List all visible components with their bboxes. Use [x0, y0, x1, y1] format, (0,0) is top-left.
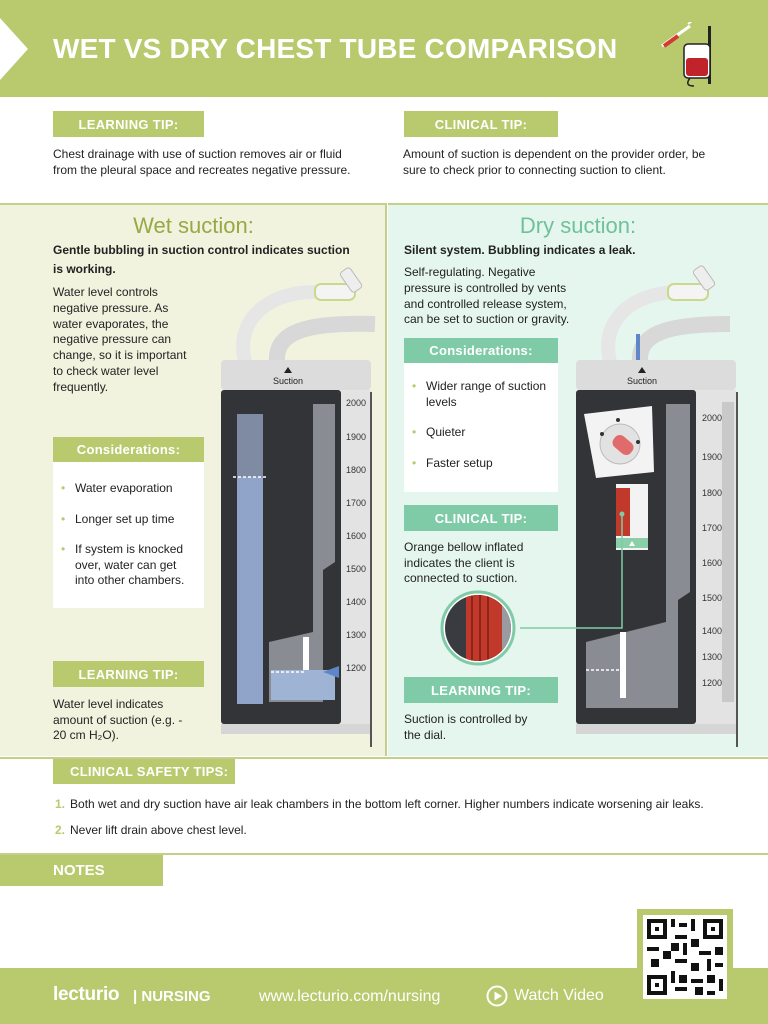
brand-section: | NURSING	[133, 988, 211, 1005]
scale-label: 1800	[345, 465, 366, 475]
section-divider	[0, 757, 768, 759]
scale-label: 1700	[701, 523, 722, 533]
dry-suction-label: Suction	[627, 376, 657, 386]
qr-code-icon	[643, 915, 727, 999]
scale-label: 1200	[701, 678, 722, 688]
scale-label: 1700	[345, 498, 366, 508]
dry-considerations-box: Considerations: Wider range of suction l…	[404, 338, 558, 492]
page-title: WET VS DRY CHEST TUBE COMPARISON	[53, 33, 618, 64]
dry-learning-tip-text: Suction is controlled by the dial.	[404, 712, 528, 742]
clinical-tip-tag: CLINICAL TIP:	[404, 111, 558, 137]
dry-learning-tip-tag: LEARNING TIP:	[404, 677, 558, 703]
play-icon	[486, 985, 508, 1007]
watch-video-button[interactable]: Watch Video	[486, 985, 604, 1007]
scale-label: 1300	[701, 652, 722, 662]
list-text: Never lift drain above chest level.	[70, 823, 247, 837]
learning-tip-text: Chest drainage with use of suction remov…	[53, 147, 351, 177]
list-item: Quieter	[404, 425, 552, 441]
wet-subtitle: Gentle bubbling in suction control indic…	[53, 243, 350, 276]
wet-considerations-box: Considerations: Water evaporation Longer…	[53, 437, 204, 608]
scale-label: 1500	[345, 564, 366, 574]
list-text: Both wet and dry suction have air leak c…	[70, 797, 704, 811]
list-item: 2. Never lift drain above chest level.	[55, 823, 755, 838]
list-item: 1. Both wet and dry suction have air leak…	[55, 797, 755, 812]
list-item: Longer set up time	[53, 512, 198, 528]
wet-considerations-list: Water evaporation Longer set up time If …	[53, 481, 204, 589]
header-bar	[0, 0, 768, 97]
dry-scale: 2000 1900 1800 1700 1600 1500 1400 1300 …	[688, 413, 722, 693]
dry-considerations-list: Wider range of suction levels Quieter Fa…	[404, 379, 558, 471]
list-item: Faster setup	[404, 456, 552, 472]
dry-subtitle: Silent system. Bubbling indicates a leak…	[404, 243, 636, 257]
wet-suction-label: Suction	[273, 376, 303, 386]
brand-logo: lecturio	[53, 984, 120, 1005]
wet-description: Water level controls negative pressure. …	[53, 285, 187, 394]
list-item: If system is knocked over, water can get…	[53, 542, 198, 589]
list-number: 1.	[55, 797, 66, 811]
scale-label: 1400	[345, 597, 366, 607]
scale-label: 1600	[345, 531, 366, 541]
learning-tip-tag: LEARNING TIP:	[53, 111, 204, 137]
dry-suction-title: Dry suction:	[519, 213, 637, 238]
footer-url-link[interactable]: www.lecturio.com/nursing	[259, 988, 441, 1005]
clinical-tip-text: Amount of suction is dependent on the pr…	[403, 147, 706, 177]
wet-scale: 2000 1900 1800 1700 1600 1500 1400 1300 …	[332, 398, 366, 678]
dry-suction-device-illustration: Suction	[440, 265, 738, 747]
dry-considerations-tag: Considerations:	[404, 338, 558, 363]
wet-considerations-tag: Considerations:	[53, 437, 204, 462]
scale-label: 1900	[701, 452, 722, 462]
wet-suction-title: Wet suction:	[133, 213, 254, 238]
scale-label: 1600	[701, 558, 722, 568]
wet-suction-device-illustration: Suction	[221, 267, 376, 747]
watch-video-label: Watch Video	[514, 987, 604, 1004]
dry-clinical-tip-text: Orange bellow inflated indicates the cli…	[404, 540, 524, 585]
list-number: 2.	[55, 823, 66, 837]
notes-divider	[0, 853, 768, 855]
safety-tips-tag: CLINICAL SAFETY TIPS:	[53, 759, 235, 784]
dry-description: Self-regulating. Negative pressure is co…	[404, 265, 570, 327]
list-item: Wider range of suction levels	[404, 379, 552, 410]
wet-learning-tip-tag: LEARNING TIP:	[53, 661, 204, 687]
qr-code[interactable]	[637, 909, 733, 1005]
scale-label: 2000	[701, 413, 722, 423]
scale-label: 2000	[345, 398, 366, 408]
scale-label: 1400	[701, 626, 722, 636]
scale-label: 1500	[701, 593, 722, 603]
scale-label: 1200	[345, 663, 366, 673]
scale-label: 1300	[345, 630, 366, 640]
dry-clinical-tip-tag: CLINICAL TIP:	[404, 505, 558, 531]
wet-learning-tip-text: Water level indicates amount of suction …	[53, 697, 183, 742]
list-item: Water evaporation	[53, 481, 198, 497]
header-notch	[0, 18, 28, 80]
scale-label: 1900	[345, 432, 366, 442]
iv-blood-bag-icon	[661, 22, 711, 87]
safety-tips-list: 1. Both wet and dry suction have air leak…	[55, 797, 755, 849]
scale-label: 1800	[701, 488, 722, 498]
notes-label: NOTES	[0, 855, 163, 886]
